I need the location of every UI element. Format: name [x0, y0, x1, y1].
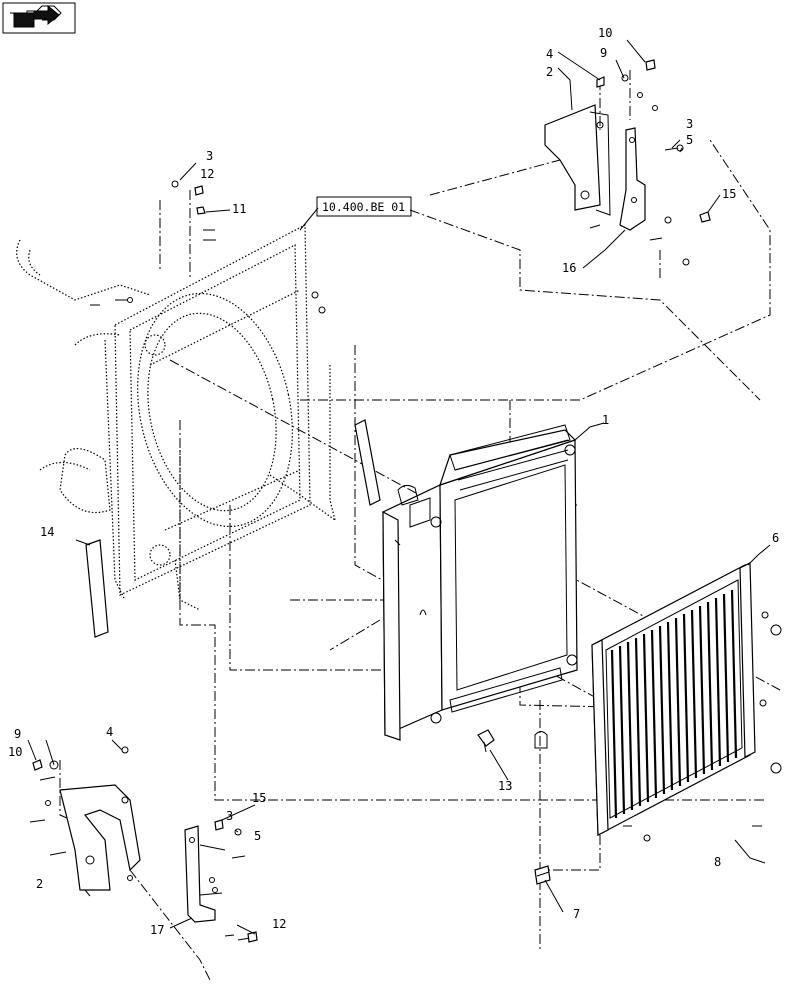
bracket-part-2-upper — [544, 104, 611, 216]
callout-3: 3 — [206, 149, 213, 163]
callout-7: 7 — [573, 907, 580, 921]
callout-5: 5 — [254, 829, 261, 843]
drain-valve-part-13 — [477, 729, 495, 753]
callout-12: 12 — [200, 167, 214, 181]
fitting-part-7 — [534, 865, 551, 885]
callout-17: 17 — [150, 923, 164, 937]
callout-3: 3 — [226, 809, 233, 823]
hose-right — [354, 419, 381, 506]
callout-9: 9 — [14, 727, 21, 741]
callout-14: 14 — [40, 525, 54, 539]
reference-box[interactable]: 10.400.BE 01 — [316, 196, 412, 217]
next-page-arrow-icon[interactable] — [2, 2, 76, 34]
bracket-part-17 — [184, 825, 226, 923]
callout-10: 10 — [598, 26, 612, 40]
callout-numbers: 1 2 2 3 3 3 4 4 5 5 6 7 8 9 9 10 10 11 1… — [8, 26, 779, 937]
callout-4: 4 — [546, 47, 553, 61]
callout-4: 4 — [106, 725, 113, 739]
reference-label: 10.400.BE 01 — [322, 200, 405, 214]
callout-13: 13 — [498, 779, 512, 793]
callout-15: 15 — [722, 187, 736, 201]
callout-6: 6 — [772, 531, 779, 545]
bracket-part-16 — [619, 127, 646, 231]
callout-16: 16 — [562, 261, 576, 275]
hose-part-14 — [85, 539, 109, 638]
radiator-part-1 — [382, 424, 578, 741]
callout-1: 1 — [602, 413, 609, 427]
callout-11: 11 — [232, 202, 246, 216]
oil-cooler-part-6 — [591, 562, 782, 836]
callout-3: 3 — [686, 117, 693, 131]
callout-2: 2 — [36, 877, 43, 891]
hardware-fasteners — [29, 59, 769, 943]
bracket-part-2-lower — [59, 784, 141, 891]
callout-2: 2 — [546, 65, 553, 79]
fan-shroud-frame — [16, 224, 336, 611]
callout-5: 5 — [686, 133, 693, 147]
callout-10: 10 — [8, 745, 22, 759]
callout-15: 15 — [252, 791, 266, 805]
callout-9: 9 — [600, 46, 607, 60]
callout-12: 12 — [272, 917, 286, 931]
leader-lines — [27, 39, 771, 935]
callout-8: 8 — [714, 855, 721, 869]
